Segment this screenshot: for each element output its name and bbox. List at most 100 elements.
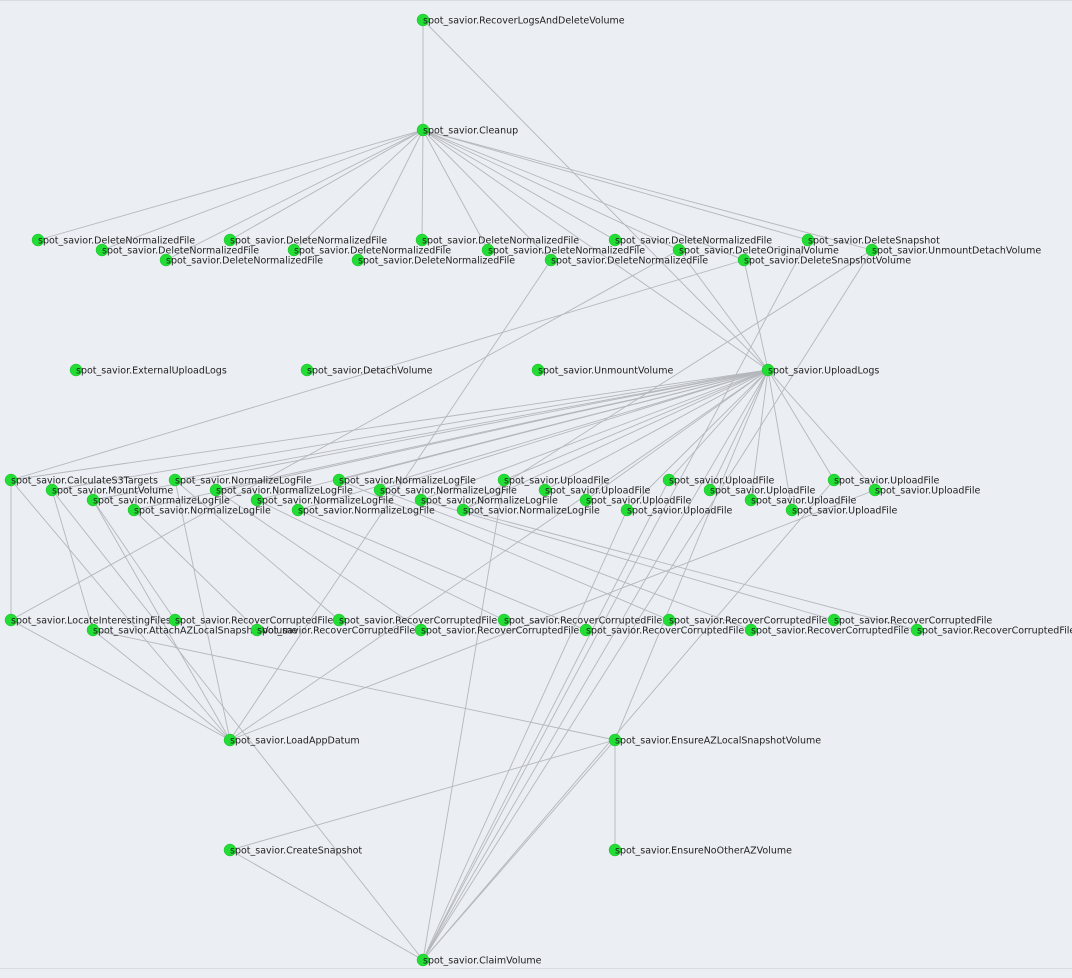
node-dot[interactable] <box>223 733 237 747</box>
node-dot[interactable] <box>415 233 429 247</box>
node-dot[interactable] <box>95 243 109 257</box>
node-dot[interactable] <box>4 613 18 627</box>
graph-node-eazl[interactable]: spot_savior.EnsureAZLocalSnapshotVolume <box>608 733 821 747</box>
graph-node-rcf4[interactable]: spot_savior.RecoverCorruptedFile <box>414 623 579 637</box>
graph-node-nlf6[interactable]: spot_savior.NormalizeLogFile <box>291 503 435 517</box>
node-dot[interactable] <box>373 483 387 497</box>
graph-node-dnf4[interactable]: spot_savior.DeleteNormalizedFile <box>223 233 387 247</box>
node-dot[interactable] <box>86 623 100 637</box>
node-dot[interactable] <box>332 613 346 627</box>
node-dot[interactable] <box>168 473 182 487</box>
node-dot[interactable] <box>531 363 545 377</box>
graph-node-eul[interactable]: spot_savior.ExternalUploadLogs <box>69 363 227 377</box>
graph-node-nlf8[interactable]: spot_savior.NormalizeLogFile <box>373 483 517 497</box>
graph-node-nlf9[interactable]: spot_savior.NormalizeLogFile <box>414 493 558 507</box>
graph-node-uf2[interactable]: spot_savior.UploadFile <box>538 483 651 497</box>
graph-node-nlf4[interactable]: spot_savior.NormalizeLogFile <box>209 483 353 497</box>
graph-node-rcf1[interactable]: spot_savior.RecoverCorruptedFile <box>168 613 333 627</box>
node-dot[interactable] <box>223 233 237 247</box>
node-dot[interactable] <box>416 13 430 27</box>
node-dot[interactable] <box>620 503 634 517</box>
graph-node-enoaz[interactable]: spot_savior.EnsureNoOtherAZVolume <box>608 843 792 857</box>
graph-node-uf5[interactable]: spot_savior.UploadFile <box>662 473 775 487</box>
graph-node-uf7[interactable]: spot_savior.UploadFile <box>744 493 857 507</box>
node-dot[interactable] <box>159 253 173 267</box>
graph-node-csnap[interactable]: spot_savior.CreateSnapshot <box>223 843 362 857</box>
graph-node-nlf3[interactable]: spot_savior.NormalizeLogFile <box>168 473 312 487</box>
node-dot[interactable] <box>209 483 223 497</box>
graph-node-lad[interactable]: spot_savior.LoadAppDatum <box>223 733 360 747</box>
node-dot[interactable] <box>223 843 237 857</box>
graph-node-rcf5[interactable]: spot_savior.RecoverCorruptedFile <box>497 613 662 627</box>
node-dot[interactable] <box>761 363 775 377</box>
graph-node-rcf6[interactable]: spot_savior.RecoverCorruptedFile <box>579 623 744 637</box>
graph-node-dov[interactable]: spot_savior.DeleteOriginalVolume <box>672 243 839 257</box>
node-dot[interactable] <box>827 473 841 487</box>
graph-node-rcf3[interactable]: spot_savior.RecoverCorruptedFile <box>332 613 497 627</box>
node-dot[interactable] <box>456 503 470 517</box>
graph-node-nlf7[interactable]: spot_savior.NormalizeLogFile <box>332 473 476 487</box>
graph-node-dsnap[interactable]: spot_savior.DeleteSnapshot <box>801 233 940 247</box>
node-dot[interactable] <box>45 483 59 497</box>
graph-node-cs3[interactable]: spot_savior.CalculateS3Targets <box>4 473 158 487</box>
graph-node-uf10[interactable]: spot_savior.UploadFile <box>868 483 981 497</box>
node-dot[interactable] <box>785 503 799 517</box>
node-dot[interactable] <box>300 363 314 377</box>
node-dot[interactable] <box>31 233 45 247</box>
graph-node-uf6[interactable]: spot_savior.UploadFile <box>703 483 816 497</box>
node-dot[interactable] <box>250 493 264 507</box>
node-dot[interactable] <box>865 243 879 257</box>
node-dot[interactable] <box>291 503 305 517</box>
node-dot[interactable] <box>414 623 428 637</box>
graph-node-nlf10[interactable]: spot_savior.NormalizeLogFile <box>456 503 600 517</box>
graph-node-rcf2[interactable]: spot_savior.RecoverCorruptedFile <box>250 623 415 637</box>
node-dot[interactable] <box>544 253 558 267</box>
graph-node-dnf3[interactable]: spot_savior.DeleteNormalizedFile <box>159 253 323 267</box>
node-dot[interactable] <box>416 953 430 967</box>
graph-node-recover[interactable]: spot_savior.RecoverLogsAndDeleteVolume <box>416 13 625 27</box>
graph-node-rcf10[interactable]: spot_savior.RecoverCorruptedFile <box>910 623 1072 637</box>
node-dot[interactable] <box>662 473 676 487</box>
node-dot[interactable] <box>414 493 428 507</box>
graph-node-nlf2[interactable]: spot_savior.NormalizeLogFile <box>127 503 271 517</box>
node-dot[interactable] <box>579 493 593 507</box>
node-dot[interactable] <box>69 363 83 377</box>
graph-node-dnf5[interactable]: spot_savior.DeleteNormalizedFile <box>287 243 451 257</box>
graph-node-dnf6[interactable]: spot_savior.DeleteNormalizedFile <box>351 253 515 267</box>
graph-node-nlf1[interactable]: spot_savior.NormalizeLogFile <box>86 493 230 507</box>
node-dot[interactable] <box>351 253 365 267</box>
node-dot[interactable] <box>868 483 882 497</box>
graph-node-rcf8[interactable]: spot_savior.RecoverCorruptedFile <box>744 623 909 637</box>
graph-node-claim[interactable]: spot_savior.ClaimVolume <box>416 953 542 967</box>
node-dot[interactable] <box>672 243 686 257</box>
graph-node-nlf5[interactable]: spot_savior.NormalizeLogFile <box>250 493 394 507</box>
graph-node-dnf8[interactable]: spot_savior.DeleteNormalizedFile <box>481 243 645 257</box>
node-dot[interactable] <box>737 253 751 267</box>
node-dot[interactable] <box>86 493 100 507</box>
node-dot[interactable] <box>801 233 815 247</box>
graph-node-dnf10[interactable]: spot_savior.DeleteNormalizedFile <box>608 233 772 247</box>
node-dot[interactable] <box>703 483 717 497</box>
node-dot[interactable] <box>497 473 511 487</box>
graph-node-upload[interactable]: spot_savior.UploadLogs <box>761 363 879 377</box>
graph-node-dnf1[interactable]: spot_savior.DeleteNormalizedFile <box>31 233 195 247</box>
node-dot[interactable] <box>744 493 758 507</box>
node-dot[interactable] <box>4 473 18 487</box>
graph-node-uf1[interactable]: spot_savior.UploadFile <box>497 473 610 487</box>
node-dot[interactable] <box>332 473 346 487</box>
graph-node-dnf9[interactable]: spot_savior.DeleteNormalizedFile <box>544 253 708 267</box>
graph-node-umdv[interactable]: spot_savior.UnmountDetachVolume <box>865 243 1041 257</box>
graph-node-detach[interactable]: spot_savior.DetachVolume <box>300 363 433 377</box>
graph-node-mount[interactable]: spot_savior.MountVolume <box>45 483 173 497</box>
graph-node-uf9[interactable]: spot_savior.UploadFile <box>827 473 940 487</box>
graph-node-lif[interactable]: spot_savior.LocateInterestingFiles <box>4 613 171 627</box>
graph-node-uf4[interactable]: spot_savior.UploadFile <box>620 503 733 517</box>
node-dot[interactable] <box>416 123 430 137</box>
graph-node-dsv[interactable]: spot_savior.DeleteSnapshotVolume <box>737 253 911 267</box>
node-dot[interactable] <box>608 233 622 247</box>
graph-node-unmount[interactable]: spot_savior.UnmountVolume <box>531 363 673 377</box>
graph-node-rcf7[interactable]: spot_savior.RecoverCorruptedFile <box>662 613 827 627</box>
node-dot[interactable] <box>481 243 495 257</box>
graph-node-dnf2[interactable]: spot_savior.DeleteNormalizedFile <box>95 243 259 257</box>
